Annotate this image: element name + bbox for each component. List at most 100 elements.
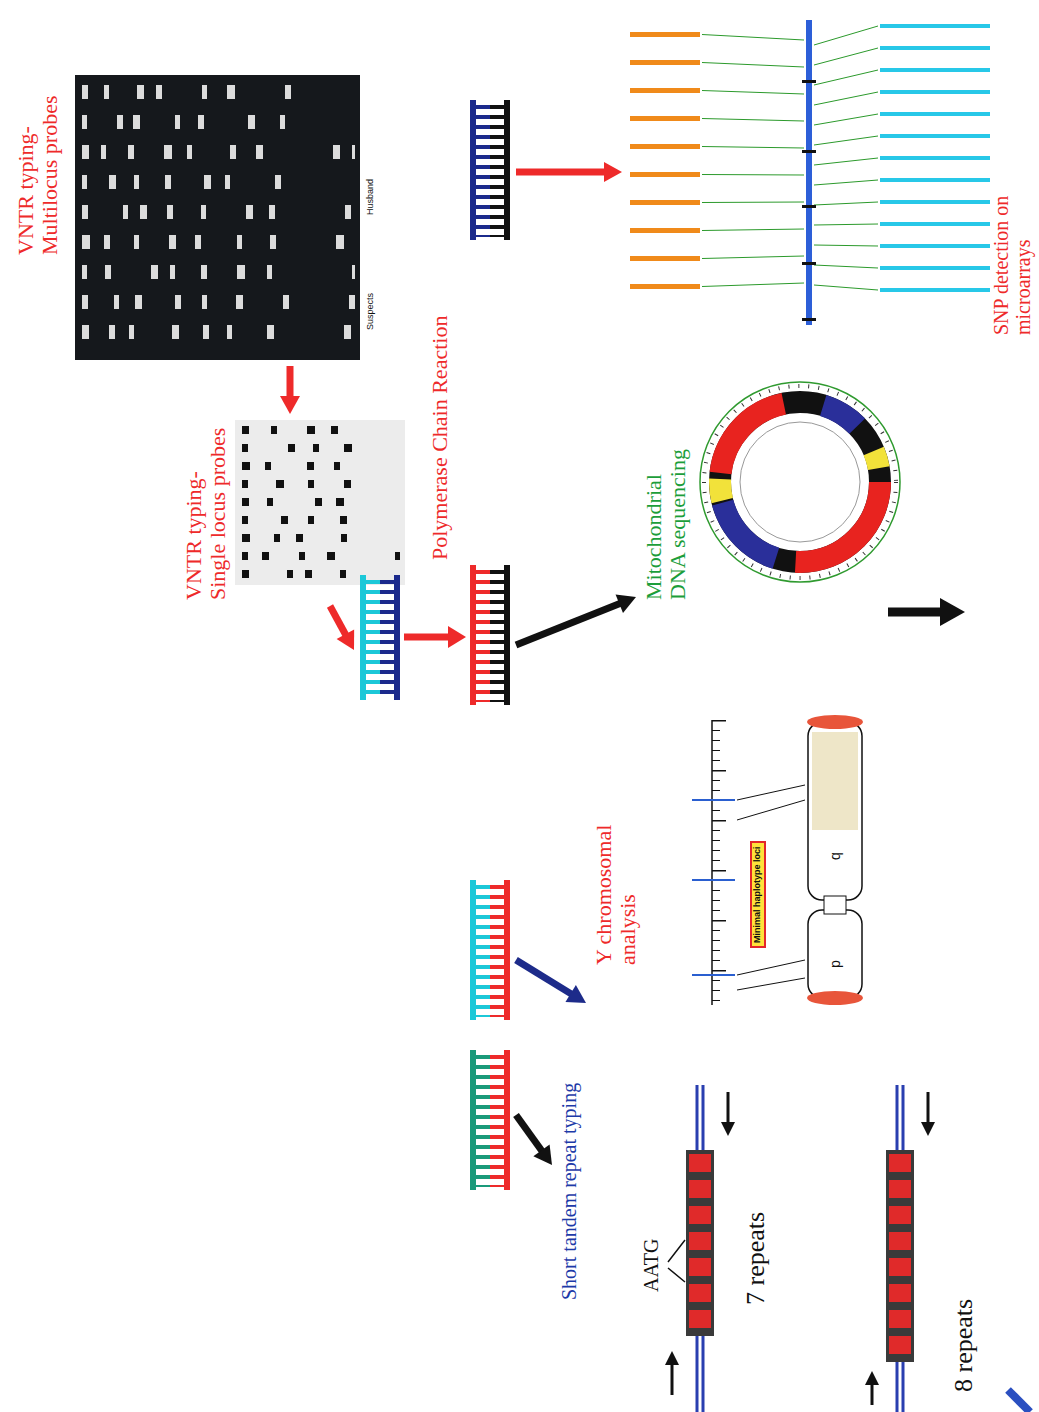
primer-head (665, 1351, 679, 1365)
gene-segment (720, 402, 880, 562)
dna-rungs (476, 105, 490, 237)
str-diagram-7 (665, 1085, 735, 1412)
pcr-group: Polymerase Chain Reaction (354, 94, 516, 1196)
gel-label: Husband (366, 179, 376, 215)
primer-arrow (727, 1092, 730, 1123)
repeat-block (886, 1150, 914, 1362)
gel-lane (242, 426, 400, 434)
mt-genome (700, 382, 900, 582)
gene-segment (720, 402, 880, 562)
locus-marker (692, 879, 735, 881)
arrow-shaft (404, 634, 450, 641)
gel-lane (82, 325, 355, 339)
connector-arrow (516, 960, 586, 1003)
single-locus-gel (235, 420, 405, 585)
arrow-head (448, 626, 466, 648)
ruler-ticks (712, 720, 720, 1005)
node-heading-holder: VNTR typing- Single locus probes (182, 422, 230, 600)
gel-lane (82, 235, 355, 249)
gene-segment (720, 402, 880, 562)
motif-label: AATG (640, 1239, 662, 1292)
marker-names (880, 24, 990, 310)
highlight-label: Minimal haplotype loci (750, 841, 766, 948)
dna-rungs (476, 570, 490, 702)
arm-label-holder: p (828, 960, 843, 968)
str-diagram-8 (865, 1085, 935, 1412)
snp-strand (470, 100, 510, 240)
arrow-head (337, 629, 355, 650)
dna-rail (470, 565, 476, 705)
arm-label: q (828, 852, 843, 860)
repeat-count-holder: 8 repeats (950, 1299, 979, 1392)
gel-lane (242, 534, 400, 542)
arrow-head (533, 1145, 552, 1165)
gene-segment (720, 402, 880, 562)
bar-tick (802, 150, 816, 153)
gel-lane (82, 295, 355, 309)
gel-lane (242, 552, 400, 560)
dna-rail (504, 1050, 510, 1190)
gel-lane (242, 462, 400, 470)
method-group: SNP detection on microarrays (622, 12, 1039, 341)
arrow-head (280, 396, 300, 414)
gel-lane (82, 205, 355, 219)
arrow-shaft (516, 169, 606, 176)
multilocus-gel (75, 75, 360, 360)
connector-arrow (516, 594, 636, 645)
arrow-shaft (287, 366, 294, 398)
dna-rungs (476, 885, 490, 1017)
repeat-units (889, 1154, 911, 1362)
dna-rungs (476, 1055, 490, 1187)
dna-rungs (490, 105, 504, 237)
arrow-shaft (516, 960, 572, 995)
gel-lane (242, 498, 400, 506)
gel-ground (75, 75, 360, 360)
locus-marker (692, 974, 735, 976)
locus-marker (692, 799, 735, 801)
chromosome-bar (806, 20, 812, 325)
primer-head (865, 1371, 879, 1385)
q-arm-shading (812, 732, 858, 830)
telomere-cap (807, 715, 863, 729)
arrow-head (940, 598, 965, 626)
dna-rail (470, 100, 476, 240)
q-arm (808, 722, 862, 900)
method-group: VNTR typing- Multilocus probes (8, 59, 386, 366)
connector-arrow (516, 1115, 552, 1165)
marker-names (630, 32, 700, 305)
node-heading: Mitochondrial DNA sequencing (642, 440, 690, 600)
node-heading-holder: Mitochondrial DNA sequencing (642, 440, 690, 600)
primer-arrow (927, 1092, 930, 1123)
arrow-shaft (516, 603, 621, 645)
gel-label-holder: Husband (366, 179, 376, 215)
gel-lane (242, 516, 400, 524)
gel-lane (82, 115, 355, 129)
leader-lines (702, 35, 804, 287)
gel-lane (82, 145, 355, 159)
centromere (824, 896, 846, 914)
dna-rungs (490, 570, 504, 702)
dna-rail (504, 880, 510, 1020)
highlight-label-holder: Minimal haplotype loci (750, 841, 766, 948)
ruler-major-ticks (712, 720, 726, 1005)
gel-ground (235, 420, 405, 585)
repeat-block (686, 1150, 714, 1336)
connector-arrow (280, 366, 300, 414)
gel-lane (242, 570, 400, 578)
bar-tick (802, 262, 816, 265)
arm-label-holder: q (828, 852, 843, 860)
gel-lane (242, 480, 400, 488)
dna-rail (394, 575, 400, 700)
gel-lane (82, 175, 355, 189)
dna-rungs (490, 1055, 504, 1187)
primer-arrow (871, 1384, 874, 1405)
primer-head (921, 1122, 935, 1136)
primer-arrow (671, 1364, 674, 1395)
dna-rail (360, 575, 366, 700)
repeat-count: 8 repeats (950, 1299, 979, 1392)
repeat-units (689, 1154, 711, 1336)
dna-rail (470, 880, 476, 1020)
y-strand (470, 880, 510, 1020)
blue-stroke (1008, 1390, 1030, 1412)
